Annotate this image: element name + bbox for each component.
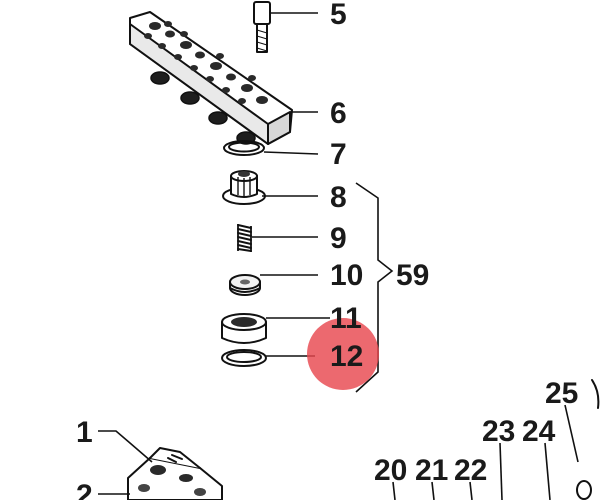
- callout-25[interactable]: 25: [545, 377, 578, 410]
- oring-part-12[interactable]: [221, 349, 267, 367]
- callout-22[interactable]: 22: [454, 454, 487, 487]
- callout-11[interactable]: 11: [330, 302, 362, 335]
- callout-9[interactable]: 9: [330, 222, 347, 255]
- valve-plate-part-6[interactable]: [129, 11, 293, 145]
- selected-callout-highlight: [307, 318, 379, 390]
- leader-lines-lower-right: [392, 404, 579, 500]
- callout-labels-upper: 5 6 7 8 9 10 11 12 59: [330, 0, 429, 373]
- valve-cage-part-8[interactable]: [222, 170, 266, 205]
- callout-20[interactable]: 20: [374, 454, 407, 487]
- callout-24[interactable]: 24: [522, 415, 556, 448]
- callout-8[interactable]: 8: [330, 181, 347, 214]
- bolt-part-5[interactable]: [253, 1, 271, 53]
- callout-12[interactable]: 12: [330, 340, 363, 373]
- callout-5[interactable]: 5: [330, 0, 347, 31]
- pump-head-part-1[interactable]: [127, 447, 223, 500]
- valve-disc-part-10[interactable]: [229, 274, 261, 296]
- small-ring-part-25[interactable]: [576, 480, 592, 500]
- callout-23[interactable]: 23: [482, 415, 515, 448]
- callout-6[interactable]: 6: [330, 97, 347, 130]
- partial-part-edge: [591, 379, 600, 409]
- callout-1[interactable]: 1: [76, 416, 93, 449]
- group-bracket-59: [355, 182, 394, 393]
- spring-part-9[interactable]: [237, 224, 252, 252]
- callout-labels-lower-right: 20 21 22 23 24 25: [374, 377, 578, 487]
- oring-part-7[interactable]: [223, 140, 265, 156]
- valve-seat-part-11[interactable]: [221, 313, 267, 344]
- leader-lines: [252, 12, 330, 357]
- callout-10[interactable]: 10: [330, 259, 363, 292]
- leader-1: [98, 430, 153, 463]
- callout-59[interactable]: 59: [396, 259, 429, 292]
- callout-21[interactable]: 21: [415, 454, 448, 487]
- callout-2[interactable]: 2: [76, 479, 93, 500]
- callout-7[interactable]: 7: [330, 138, 347, 171]
